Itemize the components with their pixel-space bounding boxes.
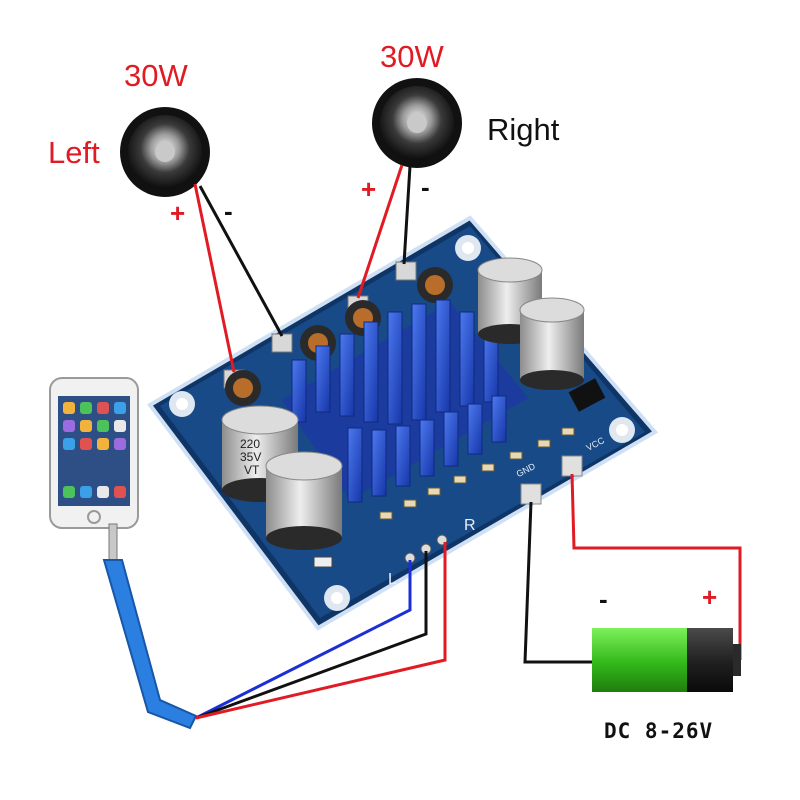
- mounting-hole: [455, 235, 481, 261]
- l-silk-label: L: [388, 571, 397, 588]
- vcc-wire: [570, 473, 742, 660]
- right-power-label: 30W: [380, 39, 444, 74]
- left-power-label: 30W: [124, 58, 188, 93]
- right-audio-wire: [195, 542, 447, 720]
- inductor: [225, 370, 261, 406]
- audio-jack-cable: [102, 523, 198, 730]
- gnd-wire: [523, 501, 598, 664]
- right-speaker: [372, 78, 462, 168]
- battery: [592, 628, 741, 692]
- left-channel-label: Left: [48, 135, 100, 170]
- inductor: [417, 267, 453, 303]
- vcc-pad: [561, 455, 583, 477]
- capacitor: [519, 297, 585, 390]
- mounting-hole: [609, 417, 635, 443]
- left-minus-sign: -: [224, 196, 233, 226]
- right-plus-wire: [356, 164, 404, 299]
- supply-voltage-label: DC 8-26V: [604, 719, 714, 743]
- left-speaker: [120, 107, 210, 197]
- mounting-hole: [324, 585, 350, 611]
- smartphone: [49, 377, 139, 529]
- right-minus-wire: [402, 165, 412, 265]
- audio-ground-wire: [195, 551, 428, 720]
- battery-plus-sign: +: [702, 582, 718, 612]
- left-plus-sign: +: [170, 198, 186, 228]
- r-silk-label: R: [464, 517, 476, 534]
- right-plus-sign: +: [361, 174, 377, 204]
- right-channel-label: Right: [487, 112, 560, 147]
- battery-minus-sign: -: [599, 584, 608, 614]
- left-minus-wire: [198, 185, 284, 337]
- diode-chip: [568, 378, 606, 412]
- cap-series-label: VT: [244, 463, 260, 477]
- cap-value-label: 220: [240, 437, 261, 451]
- right-minus-sign: -: [421, 172, 430, 202]
- gnd-pad: [520, 483, 542, 505]
- left-audio-wire: [195, 560, 412, 720]
- heatsink: [282, 299, 528, 503]
- capacitor: [265, 451, 343, 550]
- mounting-hole: [169, 391, 195, 417]
- left-plus-wire: [193, 183, 236, 373]
- left-minus-pad: [271, 333, 293, 353]
- led-d3: [313, 556, 333, 568]
- smd-components: [379, 427, 575, 520]
- right-minus-pad: [395, 261, 417, 281]
- cap-voltage-label: 35V: [240, 450, 262, 464]
